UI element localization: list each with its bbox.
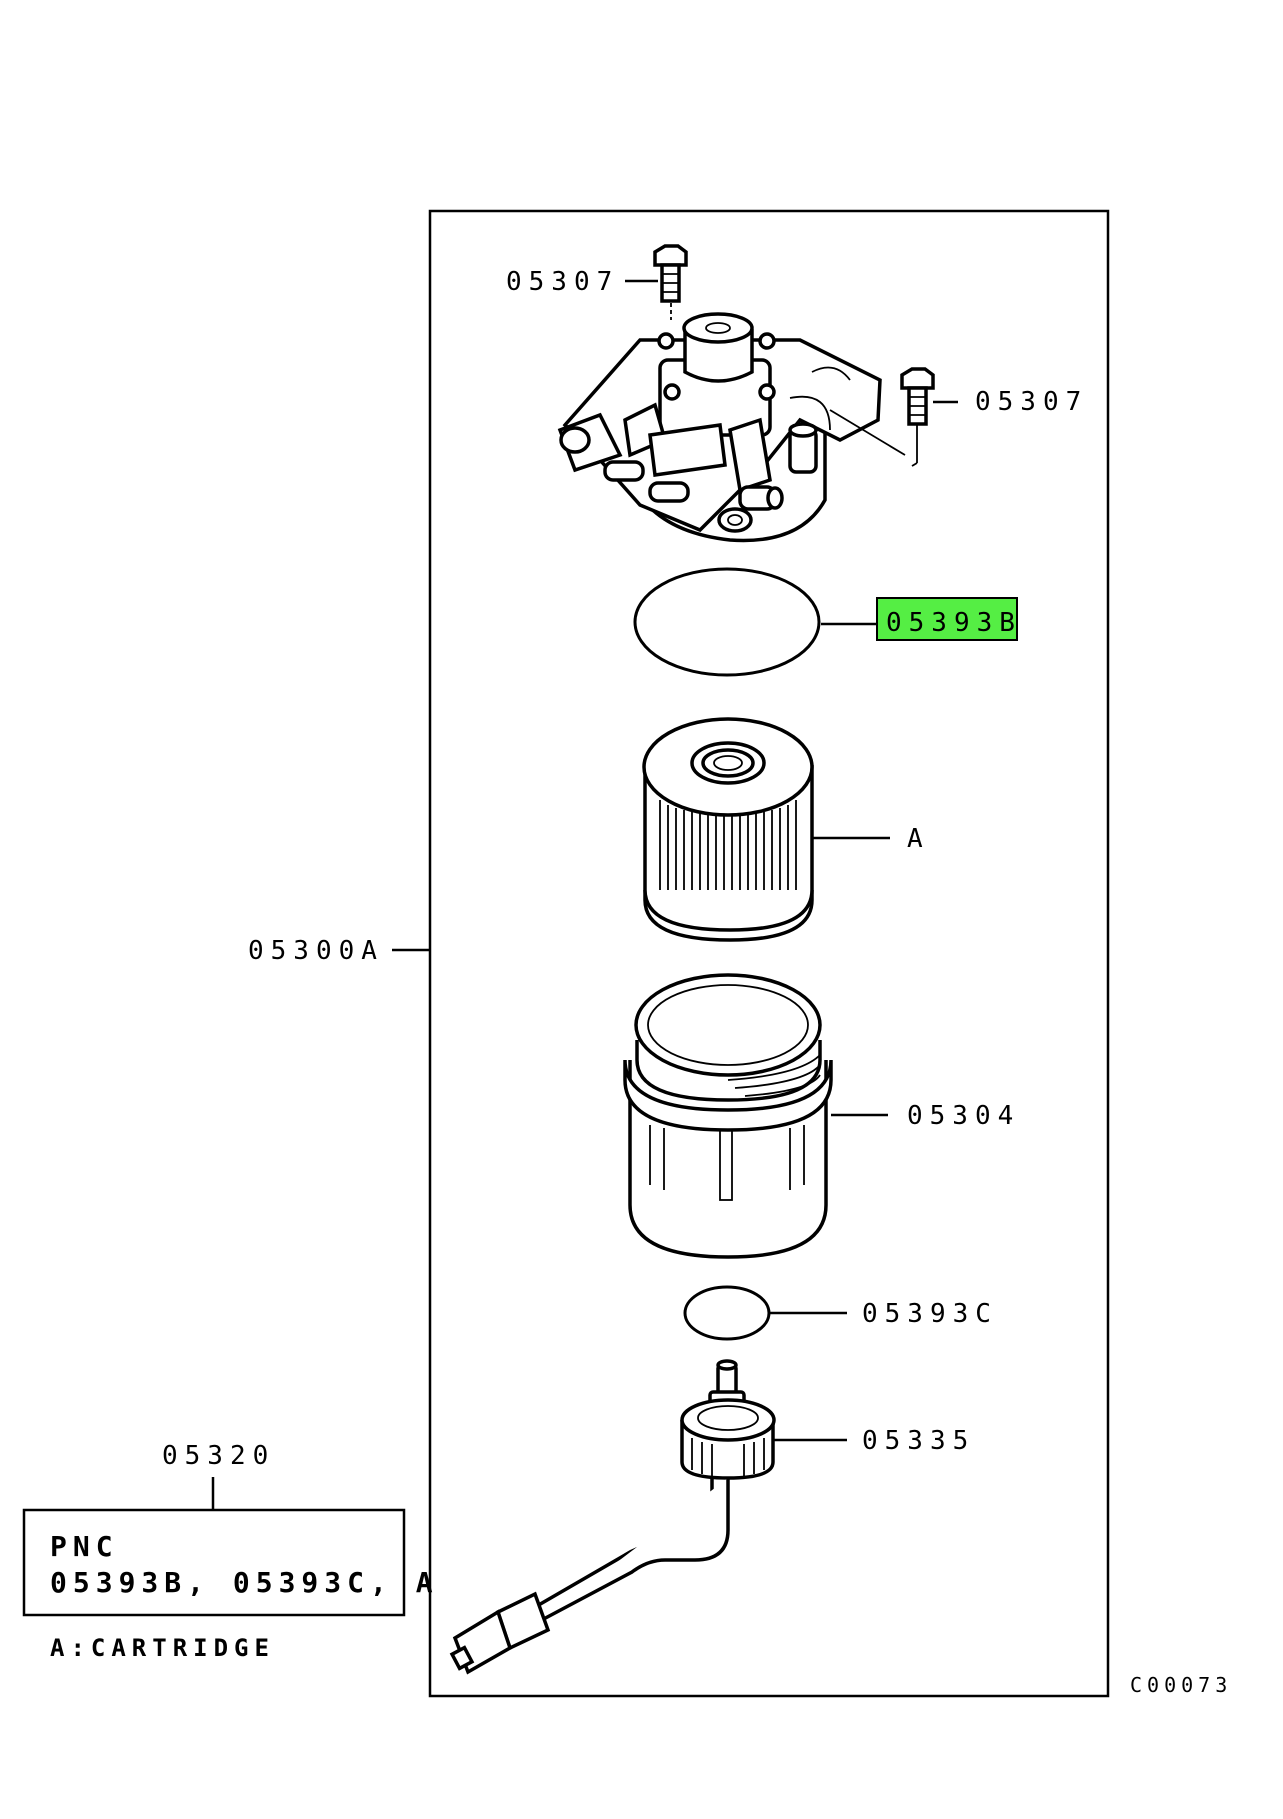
highlight-box-oring-top bbox=[876, 597, 1018, 641]
filter-head[interactable] bbox=[557, 312, 882, 543]
label-kit[interactable]: 05320 bbox=[162, 1441, 275, 1471]
corner-code: C00073 bbox=[1130, 1673, 1232, 1697]
kit-box-line2: 05393B, 05393C, A bbox=[50, 1566, 439, 1599]
bolt-top[interactable] bbox=[653, 244, 688, 320]
kit-box-line1: PNC bbox=[50, 1530, 119, 1563]
label-oring-top[interactable]: 05393B bbox=[886, 608, 1022, 638]
filter-case[interactable] bbox=[623, 973, 833, 1259]
assembly-frame bbox=[428, 209, 1110, 1698]
oring-top[interactable] bbox=[633, 567, 821, 677]
label-sensor[interactable]: 05335 bbox=[862, 1426, 975, 1456]
label-oring-bottom[interactable]: 05393C bbox=[862, 1299, 998, 1329]
kit-box bbox=[22, 1508, 406, 1617]
label-cartridge[interactable]: A bbox=[907, 824, 930, 854]
water-sensor[interactable] bbox=[449, 1359, 776, 1675]
label-assembly[interactable]: 05300A bbox=[248, 936, 384, 966]
note-cartridge: A:CARTRIDGE bbox=[50, 1634, 275, 1662]
bolt-right[interactable] bbox=[829, 367, 935, 467]
label-bolt-top[interactable]: 05307 bbox=[506, 267, 619, 297]
label-case[interactable]: 05304 bbox=[907, 1101, 1020, 1131]
filter-cartridge[interactable] bbox=[642, 717, 814, 942]
label-bolt-right[interactable]: 05307 bbox=[975, 387, 1088, 417]
oring-bottom[interactable] bbox=[683, 1285, 771, 1341]
